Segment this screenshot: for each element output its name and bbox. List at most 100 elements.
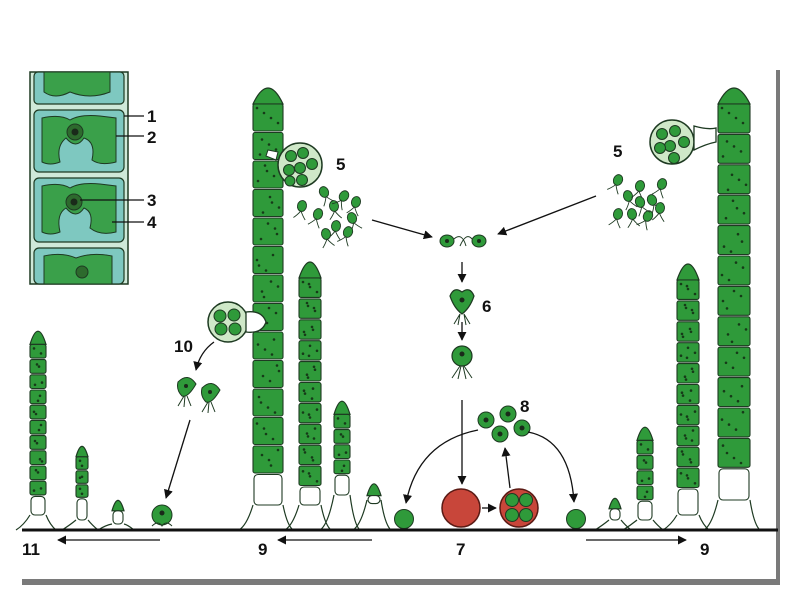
filament-cell [252, 331, 284, 360]
filament-cell [252, 188, 284, 218]
filament-cell [29, 480, 47, 496]
zoospore [307, 208, 324, 229]
filament-cell [676, 425, 700, 447]
filament-cell [75, 484, 89, 498]
filament-tiny-left [97, 499, 135, 531]
filament-cell [636, 485, 654, 501]
filament-cell [29, 389, 47, 405]
zoospore [321, 228, 335, 249]
filament-cell [29, 419, 47, 435]
label-1: 1 [147, 107, 157, 126]
filament-short-left [319, 400, 361, 531]
filament-cell [298, 402, 322, 424]
filament-cell [717, 225, 751, 256]
zoospore [636, 210, 654, 231]
filament-cell [717, 103, 751, 134]
zoospore [346, 196, 362, 217]
filament-cell [29, 343, 47, 359]
filament-cell [676, 342, 700, 363]
label-9-left: 9 [258, 540, 268, 559]
filament-cell [298, 423, 322, 445]
filament-cell [298, 381, 322, 403]
filament-cell [252, 359, 284, 389]
filament-cell [29, 374, 47, 390]
zoospore [318, 186, 335, 207]
filament-cell [717, 346, 751, 377]
filament-cell [333, 444, 351, 460]
filament-short-right [622, 426, 664, 531]
meiospore-cluster [477, 405, 531, 443]
zoospore [634, 196, 651, 217]
filament-tall-right [703, 87, 761, 531]
filament-cell [676, 363, 700, 384]
filament-cell [717, 316, 751, 347]
filament-cell [636, 470, 654, 486]
zoospore [622, 190, 638, 211]
label-5-right: 5 [613, 142, 623, 161]
filament-cell [676, 446, 700, 468]
filament-tall-left [238, 87, 294, 531]
filament-cell [717, 164, 751, 195]
zoospore [329, 200, 343, 220]
filament-cell [298, 361, 322, 382]
zoospore-group [293, 174, 668, 249]
filament-small-left [61, 445, 99, 531]
filament-cell [252, 217, 284, 246]
flow-arrows [57, 195, 687, 545]
filament-cell [75, 456, 89, 470]
zoospore [331, 190, 350, 211]
filament-cell [298, 340, 322, 361]
filament-cell [252, 388, 284, 417]
released-aplanospores [177, 377, 221, 414]
filament-cell [717, 255, 751, 286]
filament-cell [717, 407, 751, 438]
zoospore [293, 200, 307, 221]
label-11: 11 [22, 540, 40, 559]
label-2: 2 [147, 128, 157, 147]
filament-cell [252, 103, 284, 132]
settled-spore-right [566, 509, 586, 529]
filament-cell [717, 194, 751, 225]
filament-cell [676, 300, 700, 321]
filament-far-left [15, 330, 57, 531]
dividing-zygote [499, 488, 539, 528]
zoosporangium-left [265, 142, 323, 188]
label-4: 4 [147, 213, 157, 232]
germling-spore [151, 504, 173, 527]
zoospore [627, 208, 641, 228]
filament-cell [252, 274, 284, 303]
zoospore [608, 208, 624, 229]
filament-cell [717, 377, 751, 408]
filament-cell [717, 133, 751, 164]
filament-cell [29, 450, 47, 466]
cell-detail-inset [29, 71, 144, 285]
label-5-left: 5 [336, 155, 346, 174]
zoospore [651, 202, 665, 222]
filament-cell [333, 459, 351, 475]
zygote-sphere [441, 488, 481, 528]
filament-cell [636, 439, 654, 455]
filament-cell [29, 404, 47, 420]
fusing-zygote [449, 289, 475, 326]
filament-group [15, 87, 761, 531]
filament-cell [252, 416, 284, 446]
aplanosporangium-left [207, 301, 267, 343]
filament-mid-right [662, 263, 710, 531]
zoospore [337, 226, 354, 247]
filament-cell [676, 321, 700, 342]
filament-cell [298, 298, 322, 319]
settled-spore-left [394, 509, 414, 529]
zoospore [346, 212, 363, 233]
zoospore [327, 220, 341, 240]
label-8: 8 [520, 397, 530, 416]
planozygote [451, 345, 473, 380]
filament-cell [298, 444, 322, 466]
filament-cell [298, 319, 322, 340]
gamete-pair [439, 234, 487, 248]
filament-cell [676, 404, 700, 426]
filament-cell [676, 383, 700, 405]
zoospore [651, 178, 668, 199]
label-9-right: 9 [700, 540, 710, 559]
